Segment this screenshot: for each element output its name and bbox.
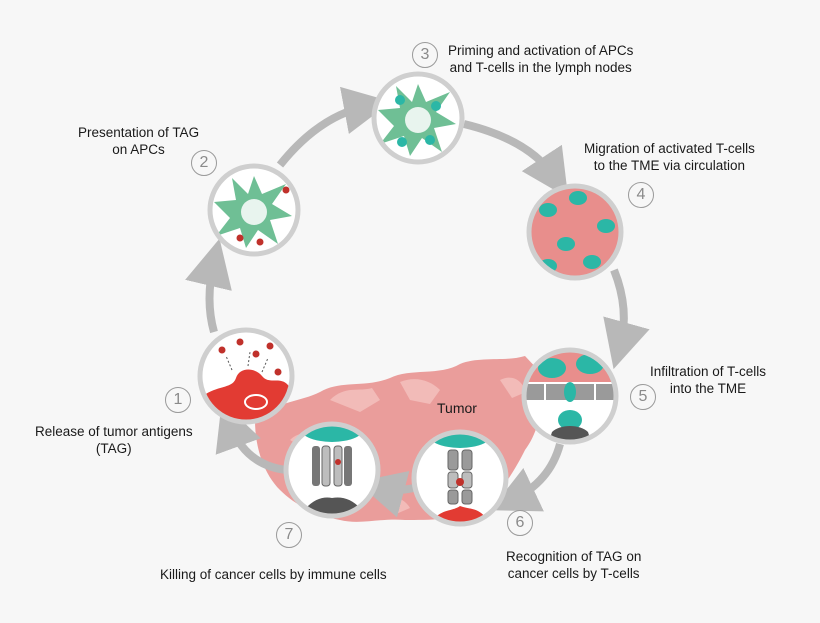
- step-5-label-line-2: into the TME: [669, 381, 747, 396]
- cycle-arrows: [185, 86, 650, 518]
- step-5-illustration: [521, 347, 619, 445]
- step-2-label-line-1: Presentation of TAG: [78, 125, 200, 140]
- step-4-label-line-2: to the TME via circulation: [593, 158, 746, 173]
- arrow-6-to-7: [356, 470, 415, 518]
- step-3-label-line-2: and T-cells in the lymph nodes: [449, 60, 632, 75]
- step-4-label: Migration of activated T-cells to the TM…: [584, 140, 755, 174]
- arrow-1-to-2: [185, 238, 232, 334]
- step-4-number: 4: [628, 182, 654, 208]
- step-6-label-line-1: Recognition of TAG on: [506, 549, 642, 564]
- step-2-label-line-2: on APCs: [112, 142, 165, 157]
- step-4-illustration: [526, 183, 624, 281]
- arrow-5-to-6: [490, 442, 564, 512]
- step-7-label: Killing of cancer cells by immune cells: [160, 566, 387, 583]
- step-3-number: 3: [412, 42, 438, 68]
- step-4-label-line-1: Migration of activated T-cells: [584, 141, 755, 156]
- step-1-illustration: [197, 327, 295, 425]
- step-3-label: Priming and activation of APCs and T-cel…: [448, 42, 633, 76]
- step-2-number: 2: [191, 150, 217, 176]
- step-3-illustration: [371, 71, 465, 165]
- step-6-label-line-2: cancer cells by T-cells: [507, 566, 640, 581]
- step-7-number: 7: [276, 522, 302, 548]
- step-5-label: Infiltration of T-cells into the TME: [650, 363, 766, 397]
- step-6-number: 6: [507, 510, 533, 536]
- arrow-7-to-1: [215, 401, 287, 474]
- step-1-number: 1: [165, 387, 191, 413]
- step-1-label: Release of tumor antigens (TAG): [35, 423, 193, 457]
- step-2-illustration: [207, 163, 301, 257]
- step-1-label-line-1: Release of tumor antigens: [35, 424, 193, 439]
- step-6-illustration: [411, 429, 509, 527]
- step-1-label-line-2: (TAG): [95, 441, 132, 456]
- step-7-illustration: [283, 421, 381, 519]
- tumor-label: Tumor: [437, 400, 477, 416]
- arrow-2-to-3: [276, 86, 392, 168]
- step-6-label: Recognition of TAG on cancer cells by T-…: [506, 548, 641, 582]
- arrow-4-to-5: [603, 268, 650, 370]
- step-2-label: Presentation of TAG on APCs: [78, 124, 199, 158]
- step-7-label-line-1: Killing of cancer cells by immune cells: [160, 567, 387, 582]
- arrow-3-to-4: [463, 120, 569, 199]
- step-3-label-line-1: Priming and activation of APCs: [448, 43, 634, 58]
- step-5-number: 5: [630, 384, 656, 410]
- step-5-label-line-1: Infiltration of T-cells: [650, 364, 767, 379]
